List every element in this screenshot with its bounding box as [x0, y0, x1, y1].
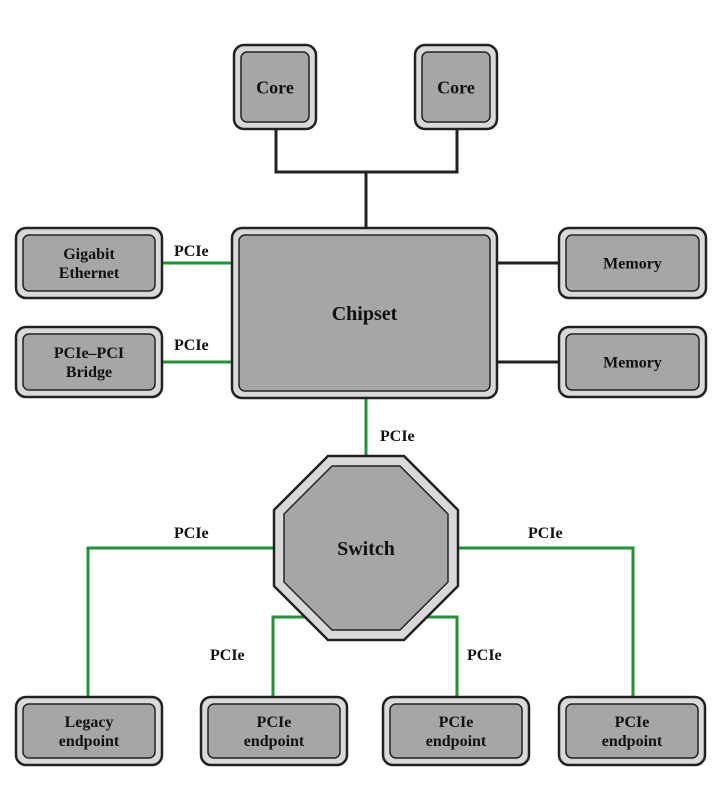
- pcie-link-label: PCIe: [528, 525, 563, 542]
- pcie-link-label: PCIe: [174, 337, 209, 354]
- box-inner-panel: [22, 234, 156, 292]
- box-inner-panel: [565, 703, 699, 759]
- pcie-link-label: PCIe: [380, 428, 415, 445]
- system-links: [274, 128, 560, 364]
- box-label-line: PCIe: [615, 714, 650, 731]
- box-label-line: Legacy: [65, 714, 114, 731]
- box-inner-panel: [22, 333, 156, 391]
- pcie-link-label: PCIe: [174, 243, 209, 260]
- pcie-pci-bridge-box: PCIe–PCI Bridge: [14, 325, 164, 399]
- box-label-line: endpoint: [602, 733, 663, 750]
- legacy-pcie-link: [86, 546, 277, 697]
- core-box: Core: [232, 43, 318, 131]
- box-label-line: Ethernet: [59, 265, 120, 282]
- box-inner-panel: [421, 51, 491, 123]
- box-label-line: Core: [437, 77, 475, 97]
- switch-octagon-inner: [283, 465, 449, 631]
- box-label-line: Core: [256, 77, 294, 97]
- pcie-link-label: PCIe: [174, 525, 209, 542]
- box-inner-panel: [207, 703, 341, 759]
- box-label-line: endpoint: [59, 733, 120, 750]
- endpoint-2-pcie-link: [414, 615, 459, 697]
- legacy-endpoint-box: Legacy endpoint: [14, 695, 164, 767]
- box-label-line: PCIe: [257, 714, 292, 731]
- box-label-line: Chipset: [332, 303, 398, 325]
- box-label-line: Bridge: [66, 364, 112, 381]
- memory-box: Memory: [557, 325, 708, 399]
- switch-node: Switch: [272, 454, 460, 642]
- box-label-line: endpoint: [426, 733, 487, 750]
- pcie-endpoint-box: PCIe endpoint: [199, 695, 349, 767]
- box-label-line: PCIe: [439, 714, 474, 731]
- chipset-box: Chipset: [230, 226, 499, 400]
- endpoint-1-pcie-link: [271, 615, 318, 697]
- box-label-line: endpoint: [244, 733, 305, 750]
- pcie-endpoint-box: PCIe endpoint: [381, 695, 531, 767]
- pcie-link-label: PCIe: [467, 647, 502, 664]
- pcie-endpoint-box: PCIe endpoint: [557, 695, 707, 767]
- box-label-line: Memory: [603, 256, 662, 273]
- box-inner-panel: [565, 234, 700, 292]
- box-label-line: PCIe–PCI: [54, 345, 124, 362]
- core-box: Core: [413, 43, 499, 131]
- box-label-line: Gigabit: [63, 246, 115, 263]
- memory-box: Memory: [557, 226, 708, 300]
- link-labels: PCIe PCIe PCIe PCIe PCIe PCIe PCIe: [174, 243, 563, 664]
- endpoint-3-pcie-link: [455, 546, 635, 697]
- box-inner-panel: [565, 333, 700, 391]
- box-inner-panel: [22, 703, 156, 759]
- box-inner-panel: [240, 51, 310, 123]
- box-inner-panel: [389, 703, 523, 759]
- pcie-link-label: PCIe: [210, 647, 245, 664]
- switch-label: Switch: [337, 538, 395, 560]
- box-inner-panel: [238, 234, 491, 392]
- box-label-line: Memory: [603, 355, 662, 372]
